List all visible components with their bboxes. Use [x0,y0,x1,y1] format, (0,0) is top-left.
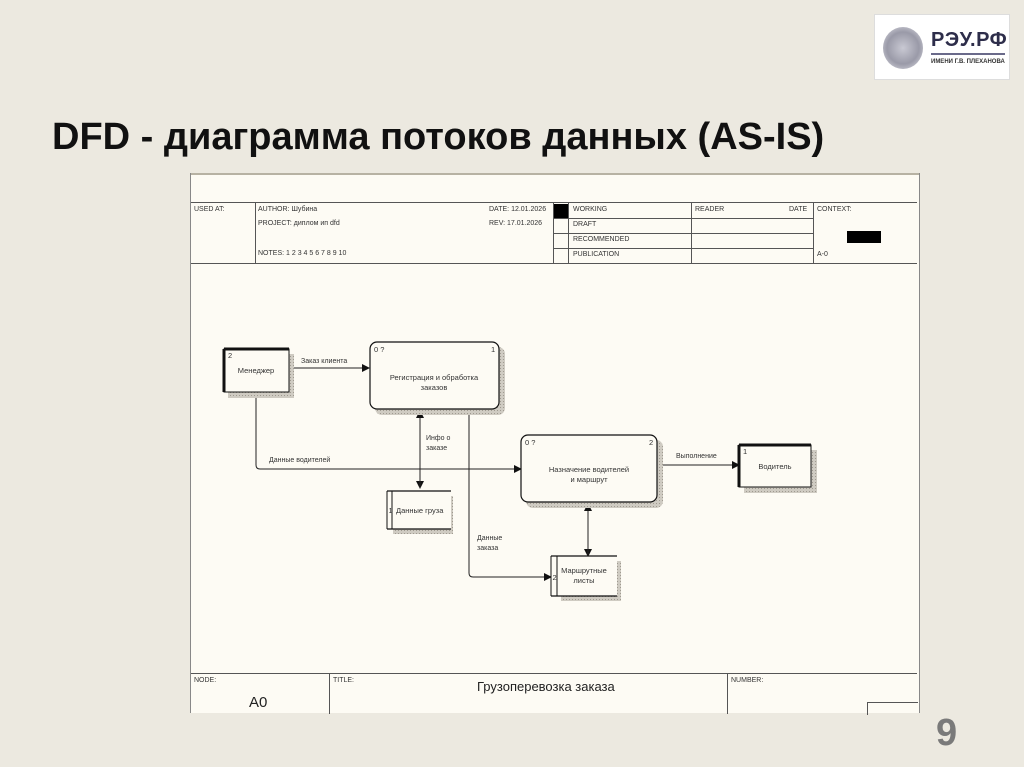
flow-label-line2: заказа [477,545,498,552]
date-field: DATE: 12.01.2026 [489,206,546,213]
flow-zakaz-klienta: Заказ клиента [289,358,370,372]
notes-value: 1 2 3 4 5 6 7 8 9 10 [286,250,347,257]
process-label-line1: Регистрация и обработка [390,373,479,382]
node-label: NODE: [194,677,217,684]
external-entity-driver: 1 Водитель [737,443,817,493]
logo-divider [931,53,1005,55]
page-number: 9 [936,712,958,754]
status-working: WORKING [573,206,608,213]
number-box [867,702,918,715]
entity-id: 2 [228,351,232,360]
rev-label: REV: [489,220,506,227]
university-logo: РЭУ.РФ ИМЕНИ Г.В. ПЛЕХАНОВА [874,14,1010,80]
process-1: 0 ? 1 Регистрация и обработка заказов [369,341,505,415]
reader-label: READER [695,206,725,213]
rev-field: REV: 17.01.2026 [489,220,542,227]
idef0-sheet: USED AT: AUTHOR: Шубина PROJECT: диплом … [190,173,920,715]
date-value: 12.01.2026 [511,206,547,213]
flow-vypolnenie: Выполнение [657,453,740,469]
notes-field: NOTES: 1 2 3 4 5 6 7 8 9 10 [258,250,346,257]
author-label: AUTHOR: [258,206,290,213]
flow-label: Заказ клиента [301,358,347,365]
divider [813,203,814,263]
node-value: A0 [249,694,268,711]
rev-value: 17.01.2026 [507,220,543,227]
flow-label-line1: Инфо о [426,435,450,442]
data-store-marshrutnye-listy: 2 Маршрутные листы [550,555,621,601]
store-label-line1: Маршрутные [561,566,607,575]
used-at-label: USED AT: [194,206,225,213]
entity-id: 1 [743,447,747,456]
divider [329,674,330,714]
flow-dannye-voditeley: Данные водителей [255,391,522,473]
notes-label: NOTES: [258,250,285,257]
external-entity-manager: 2 Менеджер [222,347,294,398]
context-node-box [847,231,881,243]
sheet-top-border [191,173,919,175]
title-label: TITLE: [333,677,355,684]
project-label: PROJECT: [258,220,292,227]
sheet-header: USED AT: AUTHOR: Шубина PROJECT: диплом … [191,202,917,264]
number-label: NUMBER: [731,677,764,684]
flow-label-line1: Данные [477,535,502,542]
project-value: диплом ип dfd [293,220,340,227]
entity-label: Водитель [758,462,791,471]
data-store-dannye-gruza: 1 Данные груза [386,490,453,534]
divider [553,218,813,219]
slide-title: DFD - диаграмма потоков данных (AS-IS) [52,116,825,158]
divider [553,233,813,234]
entity-label: Менеджер [238,366,274,375]
store-id: 1 [389,506,393,515]
status-draft: DRAFT [573,221,597,228]
divider [553,248,813,249]
process-corner-left: 0 ? [374,345,384,354]
store-id: 2 [553,573,557,582]
flow-label: Выполнение [676,453,717,460]
store-label: Данные груза [396,506,444,515]
project-field: PROJECT: диплом ип dfd [258,220,340,227]
flow-info-o-zakaze: Инфо о заказе [416,410,450,489]
working-status-marker [554,204,568,218]
logo-brand: РЭУ.РФ [931,29,1008,51]
store-label-line2: листы [573,576,594,585]
dfd-diagram: Заказ клиента Данные водителей Инфо о за… [222,341,817,601]
process-label-line1: Назначение водителей [549,465,629,474]
diagram-title: Грузоперевозка заказа [477,679,615,694]
status-recommended: RECOMMENDED [573,236,630,243]
status-publication: PUBLICATION [573,251,620,258]
author-field: AUTHOR: Шубина [258,206,317,213]
process-corner-left: 0 ? [525,438,535,447]
process-label-line2: заказов [421,383,448,392]
divider [727,674,728,714]
author-value: Шубина [291,206,318,213]
context-node: A-0 [817,251,828,258]
date-label: DATE: [489,206,510,213]
flow-dannye-zakaza: Данные заказа [468,411,552,581]
divider [255,203,256,263]
process-2: 0 ? 2 Назначение водителей и маршрут [520,434,663,508]
flow-label-line2: заказе [426,445,447,452]
process-corner-right: 1 [491,345,495,354]
logo-subtitle: ИМЕНИ Г.В. ПЛЕХАНОВА [931,59,1005,65]
context-label: CONTEXT: [817,206,852,213]
emblem-icon [883,27,923,69]
flow-label: Данные водителей [269,456,330,464]
sheet-footer: NODE: A0 TITLE: Грузоперевозка заказа NU… [191,673,918,715]
reader-date-label: DATE [789,206,808,213]
process-corner-right: 2 [649,438,653,447]
process-label-line2: и маршрут [570,475,608,484]
